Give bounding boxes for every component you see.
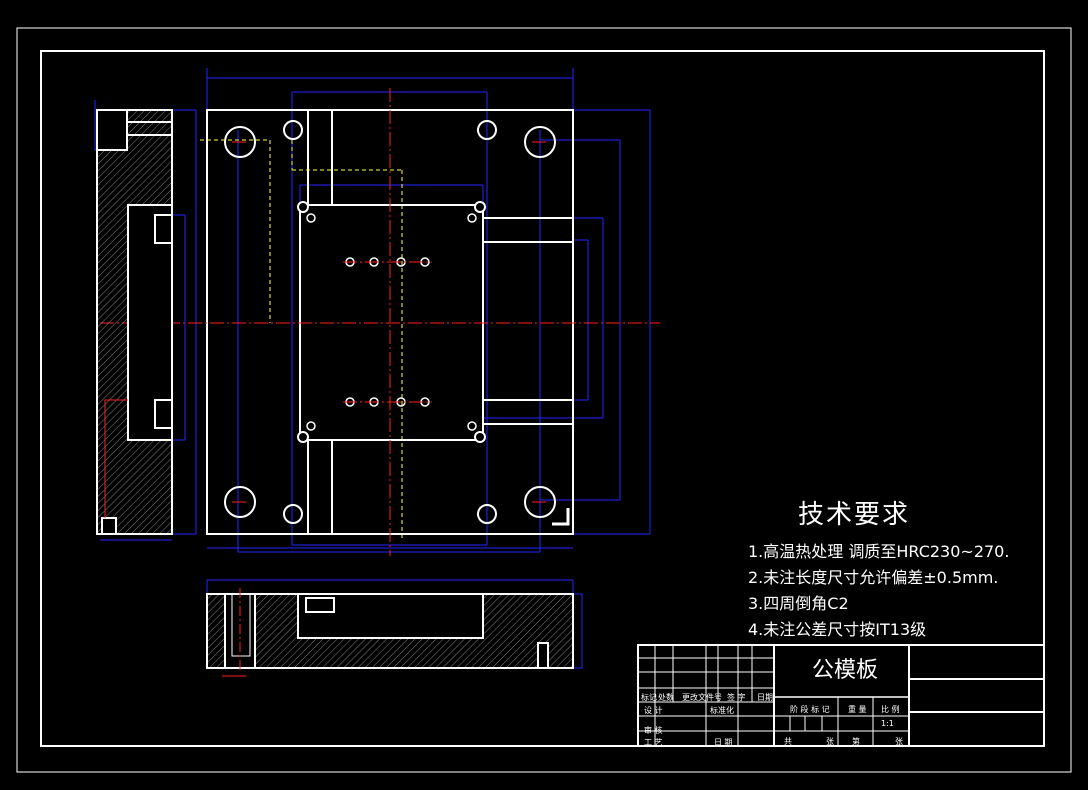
tb-page-label: 第 <box>852 737 860 746</box>
section-view-bottom <box>206 579 583 677</box>
requirement-item-1: 1.高温热处理 调质至HRC230~270. <box>748 542 1010 561</box>
sheet-outer-border <box>16 27 1072 773</box>
tb-mark-label: 标记 <box>641 693 657 702</box>
side-view-left <box>96 109 173 535</box>
tb-stage-label: 阶 段 标 记 <box>790 705 830 714</box>
tb-page-of-label: 张 <box>895 737 903 746</box>
tb-count-label: 处数 <box>658 693 674 702</box>
tb-design-label: 设 计 <box>644 706 663 715</box>
tb-total-label: 共 <box>784 737 792 746</box>
requirement-item-2: 2.未注长度尺寸允许偏差±0.5mm. <box>748 568 999 587</box>
tb-process-label: 工 艺 <box>644 738 663 747</box>
tb-sign-label: 签 字 <box>727 693 746 702</box>
sheet-inner-border <box>40 50 1045 747</box>
requirements-title: 技术要求 <box>798 500 911 530</box>
tb-standard-label: 标准化 <box>710 706 734 715</box>
part-name: 公模板 <box>812 658 879 683</box>
requirement-item-4: 4.未注公差尺寸按IT13级 <box>748 620 927 639</box>
tb-ratio-label: 比 例 <box>881 705 900 714</box>
requirement-item-3: 3.四周倒角C2 <box>748 594 849 613</box>
tb-date2-label: 日 期 <box>714 738 733 747</box>
tb-check-label: 审 核 <box>644 726 663 735</box>
title-block-lines <box>637 644 1045 747</box>
guide-holes <box>224 120 556 524</box>
tb-weight-label: 重 量 <box>848 705 867 714</box>
ejector-holes <box>306 213 477 431</box>
tb-scale-value: 1:1 <box>881 719 894 728</box>
tb-sheet-of-label: 张 <box>826 737 834 746</box>
tb-date-label: 日期 <box>757 693 773 702</box>
plan-view <box>94 68 660 677</box>
tb-change-doc-label: 更改文件号 <box>682 693 722 702</box>
